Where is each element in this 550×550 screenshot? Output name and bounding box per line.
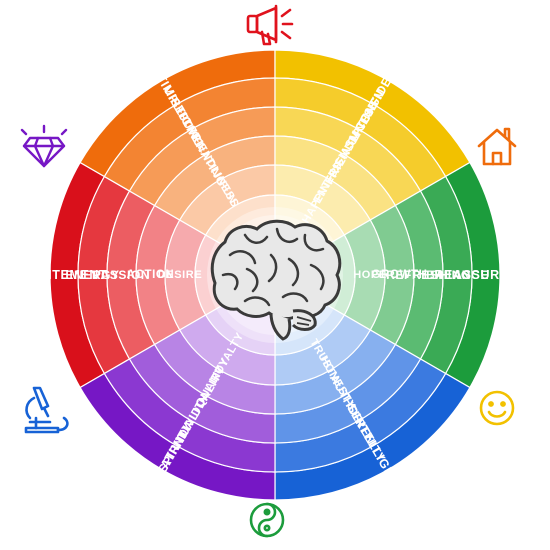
brain-icon xyxy=(210,215,342,341)
house-icon xyxy=(477,127,517,166)
smiley-icon xyxy=(479,390,515,426)
yin-yang-icon xyxy=(249,502,285,538)
wheel-label-green-4: GROWTH xyxy=(372,269,428,281)
megaphone-icon xyxy=(246,4,294,46)
wheel-label-red-3: PASSION xyxy=(93,268,150,282)
wheel-label-green-1: REASSURANCE xyxy=(434,268,537,282)
diamond-icon xyxy=(20,124,68,168)
wheel-label-green-5: HOPE xyxy=(353,269,387,281)
wheel-label-red-2: ENERGY xyxy=(65,268,119,282)
wheel-label-green-2: BALANCE xyxy=(426,268,489,282)
wheel-label-red-1: EXCITEMENT xyxy=(21,268,108,282)
wheel-label-green-3: REFRESHING xyxy=(386,268,471,282)
wheel-label-red-4: ACTION xyxy=(127,269,175,281)
microscope-icon xyxy=(24,386,69,434)
wheel-label-red-5: DESIRE xyxy=(158,269,203,281)
